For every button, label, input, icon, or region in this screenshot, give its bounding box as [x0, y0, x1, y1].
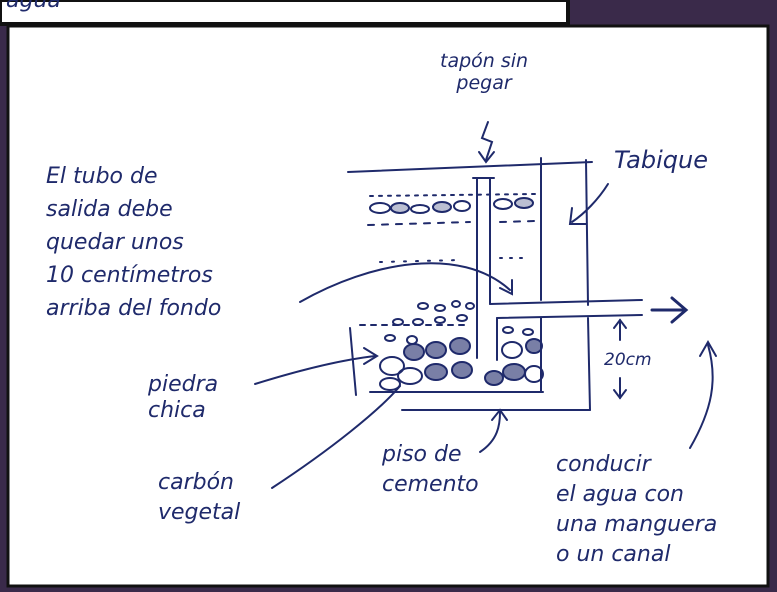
tapon-arrow	[480, 121, 494, 161]
tubo-note-arrow	[299, 262, 511, 303]
tank-bottom-left	[349, 327, 357, 396]
tabique-arrow	[571, 183, 609, 223]
tabique-label: Tabique	[614, 146, 708, 174]
inner-panel	[6, 24, 770, 588]
dimension-label: 20cm	[604, 350, 652, 370]
piso-label: piso de cemento	[382, 442, 479, 497]
outlet-arrow-head	[670, 296, 689, 324]
carbon-arrow	[271, 385, 401, 489]
piedra-label: piedra chica	[148, 372, 219, 423]
header-tab-text: agua	[6, 0, 61, 13]
tubo-note: El tubo de salida debe quedar unos 10 ce…	[46, 164, 222, 321]
piedra-arrow	[254, 355, 376, 385]
tapon-label: tapón sin pegar	[440, 50, 529, 94]
header-tab-box	[0, 0, 570, 26]
carbon-label: carbón vegetal	[158, 470, 241, 525]
conducir-arrow	[689, 344, 714, 449]
conducir-label: conducir el agua con una manguera o un c…	[556, 452, 718, 567]
piso-arrow	[479, 411, 501, 453]
outlet-pipe-top	[489, 299, 643, 305]
tabique-wall-lower	[587, 317, 591, 411]
outlet-pipe-bottom	[496, 314, 643, 319]
tank-lid-line	[347, 161, 593, 173]
tabique-wall	[585, 159, 589, 306]
filter-tank-drawing	[254, 121, 717, 489]
tapon-arrow-head	[478, 151, 495, 164]
